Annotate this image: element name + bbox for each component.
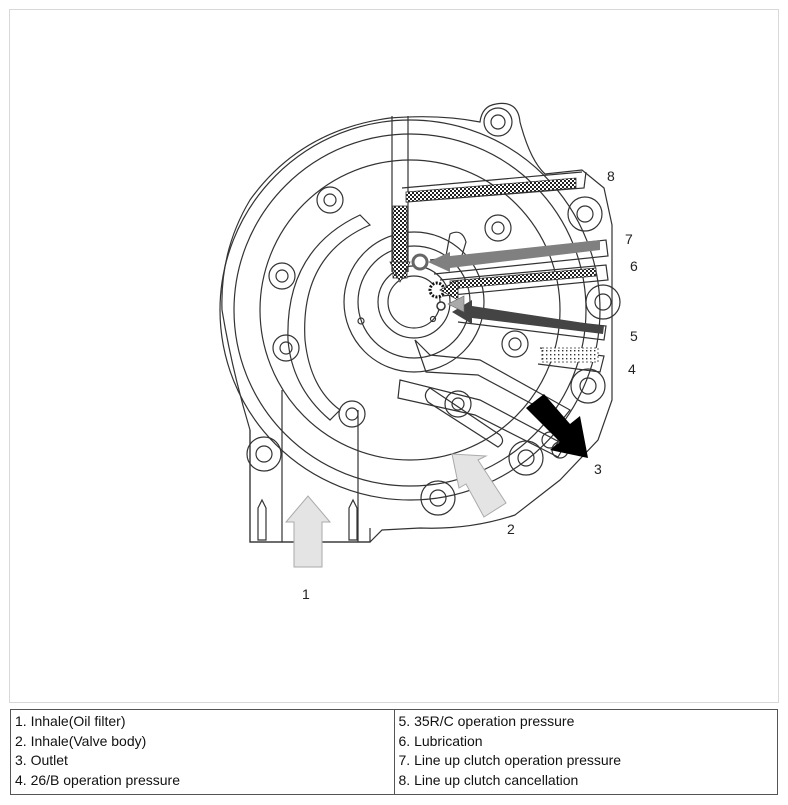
outlet-arrow-3 [526, 394, 588, 458]
port-marker-7 [411, 253, 429, 271]
legend-column-right: 5. 35R/C operation pressure 6. Lubricati… [393, 709, 778, 795]
inlet-arrow-1 [284, 495, 332, 568]
callout-4: 4 [628, 361, 636, 377]
legend-column-left: 1. Inhale(Oil filter) 2. Inhale(Valve bo… [10, 709, 395, 795]
port-channel-6 [439, 264, 609, 297]
legend-item-4: 4. 26/B operation pressure [15, 771, 180, 788]
pump-housing [221, 102, 613, 543]
callout-2: 2 [507, 521, 515, 537]
callout-7: 7 [625, 231, 633, 247]
legend-item-6: 6. Lubrication [398, 732, 483, 749]
hub-outer [343, 231, 485, 373]
diagram-frame: 1 2 3 4 5 6 7 8 [9, 9, 779, 703]
arrow-6 [439, 279, 459, 301]
legend-item-3: 3. Outlet [15, 752, 68, 768]
arrow-return [447, 295, 465, 313]
arrow-7 [428, 252, 450, 272]
stud-right [348, 498, 358, 541]
legend-item-8: 8. Line up clutch cancellation [398, 771, 579, 788]
flow-fill-4 [541, 347, 599, 363]
stud-left [257, 498, 267, 541]
legend-item-7: 7. Line up clutch operation pressure [398, 752, 622, 768]
callout-1: 1 [302, 586, 310, 602]
callout-5: 5 [630, 328, 638, 344]
callout-6: 6 [630, 258, 638, 274]
arrow-8-down [389, 261, 411, 283]
flow-fill-8 [405, 177, 577, 203]
legend-row: 1. Inhale(Oil filter) 2. Inhale(Valve bo… [10, 709, 778, 795]
inlet-arrow-2 [451, 453, 507, 518]
legend-table: 1. Inhale(Oil filter) 2. Inhale(Valve bo… [10, 709, 778, 795]
callout-8: 8 [607, 168, 615, 184]
legend-item-5: 5. 35R/C operation pressure [398, 713, 575, 729]
legend-item-2: 2. Inhale(Valve body) [15, 732, 147, 749]
legend-item-1: 1. Inhale(Oil filter) [15, 713, 126, 729]
lower-passage [397, 379, 566, 458]
bolt-holes [246, 107, 621, 516]
inner-ring [259, 159, 561, 461]
port-marker-5 [436, 301, 446, 311]
middle-ring [233, 133, 587, 487]
callout-3: 3 [594, 461, 602, 477]
oil-pump-diagram: 1 2 3 4 5 6 7 8 [219, 102, 638, 602]
crescent-channel [287, 214, 372, 421]
slot [424, 387, 504, 448]
arrow-5-head [452, 300, 472, 324]
arrow-5-shaft [472, 306, 604, 334]
arrow-7-shaft [450, 240, 600, 268]
flow-fill-6 [449, 267, 597, 290]
